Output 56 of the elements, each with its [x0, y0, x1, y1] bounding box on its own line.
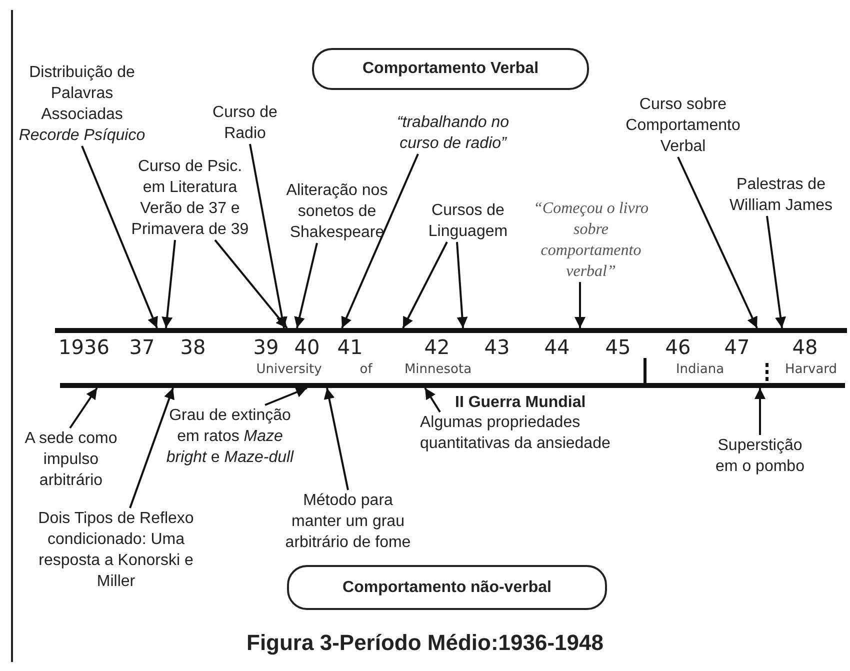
year-label: 45 — [604, 335, 632, 359]
event-label: Aliteração nos sonetos de Shakespeare — [272, 180, 402, 243]
arrow — [214, 239, 288, 329]
event-label: Curso de Radio — [205, 102, 285, 144]
event-label: Curso sobre Comportamento Verbal — [618, 94, 748, 157]
arrow — [81, 146, 158, 328]
year-label: 38 — [179, 335, 207, 359]
category-box: Comportamento Verbal — [312, 48, 589, 90]
event-label: A sede como impulso arbitrário — [15, 428, 127, 491]
arrow — [129, 388, 174, 508]
event-label: Cursos de Linguagem — [412, 200, 524, 242]
arrow — [249, 144, 288, 328]
arrow — [754, 388, 766, 435]
arrow — [69, 387, 98, 429]
timeline-bar — [55, 328, 847, 333]
timeline-bar — [60, 383, 845, 388]
arrow — [294, 242, 318, 328]
year-label: 42 — [423, 335, 451, 359]
year-label: 48 — [791, 335, 819, 359]
event-label: Palestras de William James — [712, 174, 850, 216]
year-label: 39 — [252, 335, 280, 359]
arrow — [766, 216, 786, 328]
arrow — [162, 240, 176, 328]
event-label: Método para manter um grau arbitrário de fome — [280, 490, 416, 553]
period-label: II Guerra Mundial — [455, 394, 586, 412]
event-label: Superstição em o pombo — [705, 435, 815, 477]
event-label: Curso de Psic. em Literatura Verão de 37 e Primavera de 39 — [128, 156, 252, 240]
arrow — [402, 242, 448, 328]
event-label: Grau de extinção em ratos Maze bright e Maze-dull — [160, 405, 300, 468]
institution-label: Minnesota — [403, 362, 473, 377]
year-label: 37 — [128, 335, 156, 359]
arrow — [677, 156, 758, 328]
year-label: 41 — [336, 335, 364, 359]
arrow — [324, 388, 349, 490]
arrow — [341, 154, 419, 328]
institution-label: University — [255, 362, 323, 377]
year-label: 44 — [543, 335, 571, 359]
arrow — [456, 242, 468, 328]
category-box: Comportamento não-verbal — [287, 565, 607, 610]
year-label: 40 — [293, 335, 321, 359]
institution-label: Indiana — [674, 362, 726, 377]
year-label: 1936 — [58, 335, 110, 359]
figure-title: Figura 3-Período Médio:1936-1948 — [246, 630, 604, 656]
arrow — [424, 387, 441, 413]
year-label: 47 — [723, 335, 751, 359]
year-label: 46 — [664, 335, 692, 359]
arrow — [264, 387, 308, 406]
event-label: Algumas propriedades quantitativas da ansiedade — [420, 412, 635, 454]
institution-label: Harvard — [784, 362, 838, 377]
quote-label: “trabalhando no curso de radio” — [378, 112, 528, 154]
quote-label: “Começou o livro sobre comportamento verbal” — [530, 198, 652, 282]
arrow — [574, 282, 586, 328]
event-label: Dois Tipos de Reflexo condicionado: Uma resposta a Konorski e Miller — [35, 508, 197, 592]
institution-label: of — [358, 362, 374, 377]
event-label: Distribuição de Palavras Associadas Recorde Psíquico — [14, 62, 150, 146]
year-label: 43 — [483, 335, 511, 359]
